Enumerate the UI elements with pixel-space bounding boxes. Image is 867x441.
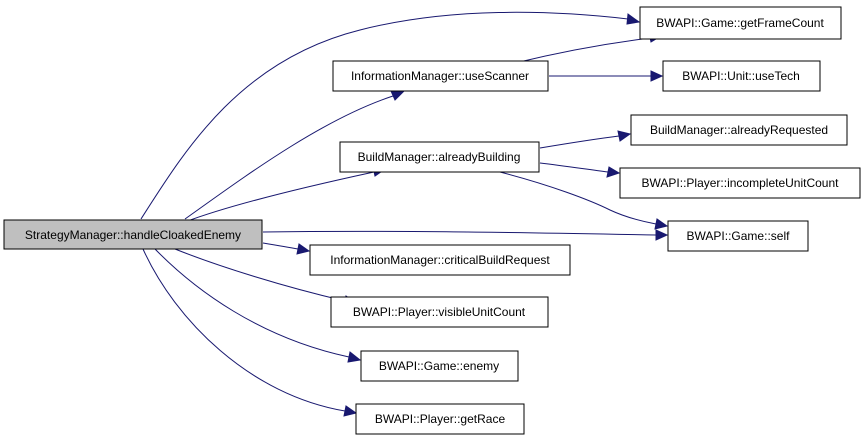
arrowhead-incompleteunitcount xyxy=(606,166,621,178)
node-box xyxy=(662,60,821,92)
node-bwapi-player-getrace[interactable]: BWAPI::Player::getRace xyxy=(355,403,525,435)
edge-root-to-usescanner xyxy=(184,95,394,220)
node-box xyxy=(3,219,263,250)
node-label: BWAPI::Game::getFrameCount xyxy=(656,16,824,30)
arrowhead-alreadybuilding-self xyxy=(654,218,669,230)
node-box xyxy=(639,6,842,40)
node-informationmanager-usescanner[interactable]: InformationManager::useScanner xyxy=(332,60,549,92)
node-label: BWAPI::Player::incompleteUnitCount xyxy=(642,176,840,190)
node-label: BWAPI::Unit::useTech xyxy=(682,69,800,83)
edge-alreadybuilding-to-alreadyrequested xyxy=(539,135,620,149)
edge-usescanner-to-getframecount xyxy=(514,37,651,64)
node-label: InformationManager::useScanner xyxy=(351,69,529,83)
arrowhead-usescanner xyxy=(390,90,406,101)
arrowhead-getrace xyxy=(343,405,358,417)
arrowhead-usetech xyxy=(650,70,664,82)
node-label: InformationManager::criticalBuildRequest xyxy=(330,253,550,267)
edge-root-to-visibleunitcount xyxy=(174,248,346,302)
node-label: BuildManager::alreadyBuilding xyxy=(358,150,521,164)
node-buildmanager-alreadyrequested[interactable]: BuildManager::alreadyRequested xyxy=(630,114,848,146)
node-label: BuildManager::alreadyRequested xyxy=(650,123,828,137)
node-box xyxy=(667,220,809,252)
node-bwapi-game-getframecount[interactable]: BWAPI::Game::getFrameCount xyxy=(639,6,842,40)
node-label: BWAPI::Game::enemy xyxy=(379,359,499,373)
edge-root-to-getframecount xyxy=(140,11,629,220)
node-label: BWAPI::Player::visibleUnitCount xyxy=(353,305,526,319)
arrowhead-alreadyrequested xyxy=(617,130,632,142)
node-bwapi-player-visibleunitcount[interactable]: BWAPI::Player::visibleUnitCount xyxy=(330,296,549,328)
edge-root-to-self xyxy=(262,230,657,236)
edges xyxy=(140,11,669,417)
node-bwapi-game-enemy[interactable]: BWAPI::Game::enemy xyxy=(360,350,519,382)
edge-alreadybuilding-to-incompleteunitcount xyxy=(539,162,609,173)
edge-alreadybuilding-to-self xyxy=(499,171,657,225)
node-label: StrategyManager::handleCloakedEnemy xyxy=(25,228,241,242)
arrowhead-enemy xyxy=(347,351,362,363)
node-box xyxy=(332,60,549,92)
nodes: StrategyManager::handleCloakedEnemy BWAP… xyxy=(3,6,861,435)
node-label: BWAPI::Player::getRace xyxy=(375,412,506,426)
edge-root-to-criticalbuildrequest xyxy=(262,242,299,250)
node-buildmanager-alreadybuilding[interactable]: BuildManager::alreadyBuilding xyxy=(339,141,540,173)
arrowhead-criticalbuildrequest xyxy=(296,243,311,255)
node-box xyxy=(309,244,571,276)
edge-root-to-getrace xyxy=(142,248,346,412)
node-box xyxy=(360,350,519,382)
node-strategymanager-handlecloakedenemy[interactable]: StrategyManager::handleCloakedEnemy xyxy=(3,219,263,250)
node-box xyxy=(355,403,525,435)
edge-root-to-enemy xyxy=(154,248,350,358)
node-bwapi-game-self[interactable]: BWAPI::Game::self xyxy=(667,220,809,252)
node-bwapi-unit-usetech[interactable]: BWAPI::Unit::useTech xyxy=(662,60,821,92)
node-box xyxy=(330,296,549,328)
node-bwapi-player-incompleteunitcount[interactable]: BWAPI::Player::incompleteUnitCount xyxy=(619,167,861,199)
node-label: BWAPI::Game::self xyxy=(687,229,791,243)
node-box xyxy=(619,167,861,199)
node-box xyxy=(339,141,540,173)
edge-root-to-alreadybuilding xyxy=(184,171,375,223)
arrowhead-self xyxy=(655,229,669,241)
node-box xyxy=(630,114,848,146)
node-informationmanager-criticalbuildrequest[interactable]: InformationManager::criticalBuildRequest xyxy=(309,244,571,276)
arrowhead-getframecount xyxy=(626,13,641,25)
